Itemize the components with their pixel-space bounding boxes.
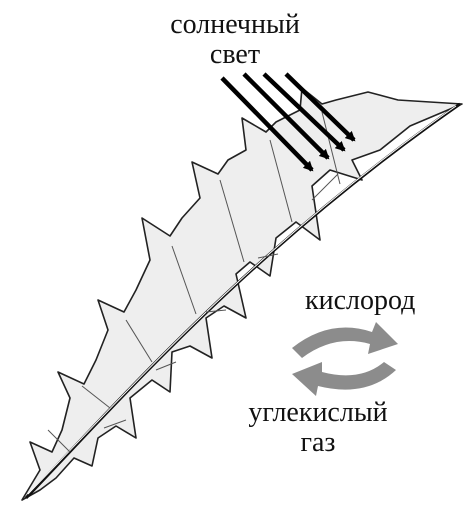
- co2-label-line2: газ: [228, 428, 408, 458]
- co2-arrow-icon: [292, 362, 396, 396]
- oxygen-label: кислород: [305, 286, 465, 316]
- co2-label-line1: углекислый: [228, 398, 408, 428]
- gas-exchange-cycle: [292, 322, 398, 396]
- oxygen-arrow-icon: [292, 322, 398, 358]
- sunlight-label: солнечный свет: [150, 10, 320, 70]
- co2-label: углекислый газ: [228, 398, 408, 458]
- sunlight-label-line2: свет: [150, 40, 320, 70]
- sunlight-label-line1: солнечный: [150, 10, 320, 40]
